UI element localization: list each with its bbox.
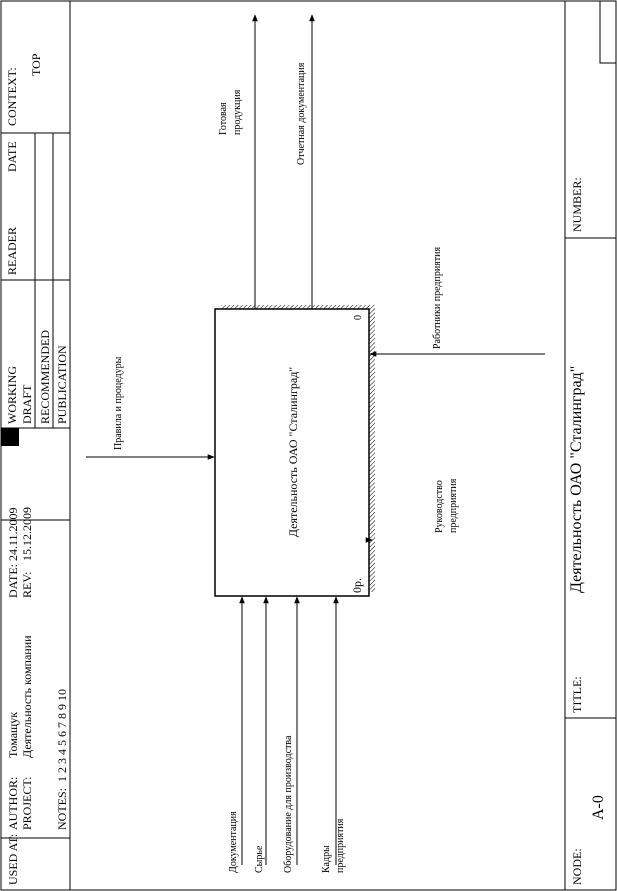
mechanism-label-management-2: предприятия — [448, 478, 459, 533]
mechanism-label-management-1: Руководство — [434, 480, 445, 533]
number-label: NUMBER: — [570, 177, 584, 232]
project-value: Деятельность компании — [20, 635, 34, 758]
input-label-staff-2: предприятия — [335, 818, 346, 873]
project-label: PROJECT: — [20, 777, 34, 830]
rev-label: REV: — [20, 572, 34, 598]
author-value: Томащук — [6, 712, 20, 758]
output-label-product-1: Готовая — [218, 102, 229, 135]
title-value: Деятельность ОАО "Сталинград" — [568, 366, 585, 593]
input-label-staff-1: Кадры — [321, 845, 332, 873]
date-value: 24.11.2009 — [6, 507, 20, 561]
status-working: WORKING — [5, 366, 19, 424]
input-label-raw: Сырье — [254, 845, 265, 873]
node-value: A-0 — [590, 795, 607, 820]
notes-label: NOTES: — [55, 788, 69, 830]
title-label: TITLE: — [570, 676, 584, 713]
activity-cost: 0р. — [350, 578, 364, 593]
input-label-equipment: Оборудование для производства — [283, 735, 294, 873]
activity-name: Деятельность ОАО "Сталинград" — [286, 367, 300, 538]
status-draft: DRAFT — [20, 384, 34, 424]
control-label: Правила и процедуры — [113, 356, 124, 450]
notes-value: 1 2 3 4 5 6 7 8 9 10 — [55, 689, 69, 782]
context-label: CONTEXT: — [5, 67, 19, 126]
activity-box — [214, 308, 370, 597]
output-label-reports: Отчетная документация — [296, 62, 307, 165]
date-label: DATE: — [6, 564, 20, 598]
date2-label: DATE — [5, 141, 19, 172]
mechanism-label-workers: Работники предприятия — [432, 246, 443, 349]
node-label: NODE: — [570, 848, 584, 885]
output-label-product-2: продукция — [232, 89, 243, 135]
status-recommended: RECOMMENDED — [38, 330, 52, 424]
status-publication: PUBLICATION — [55, 345, 69, 424]
activity-number: 0 — [353, 315, 364, 320]
reader-label: READER — [5, 227, 19, 275]
used-at-label: USED AT: — [6, 834, 20, 885]
author-label: AUTHOR: — [6, 777, 20, 830]
input-label-docs: Документация — [228, 811, 239, 873]
context-value: TOP — [29, 53, 43, 76]
rev-value: 15.12.2009 — [20, 507, 34, 561]
